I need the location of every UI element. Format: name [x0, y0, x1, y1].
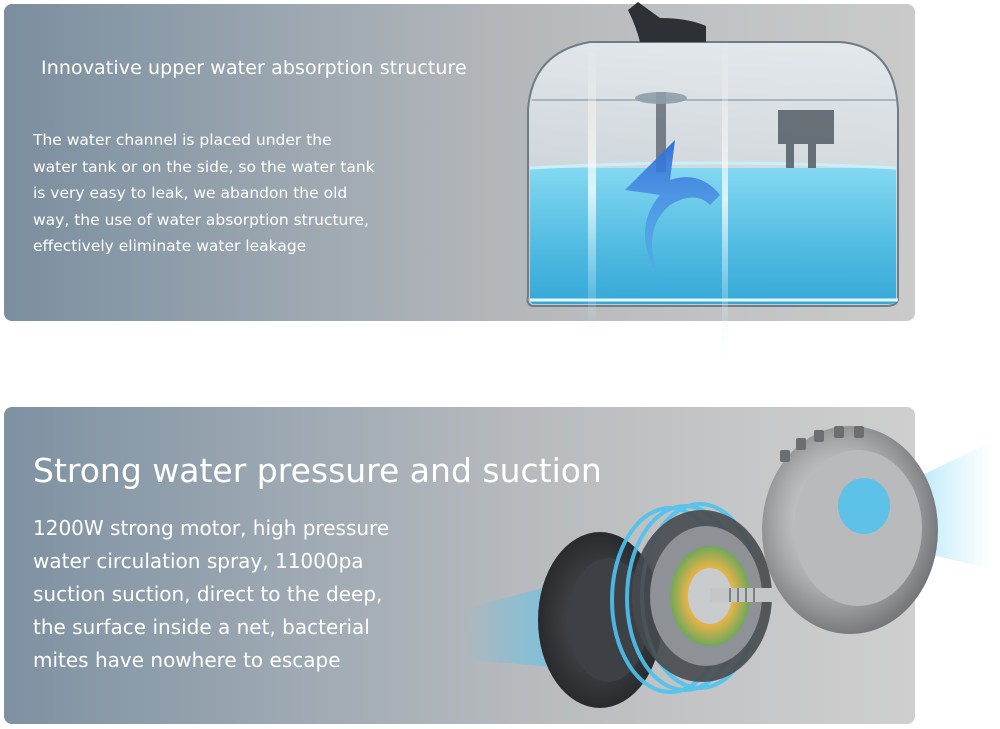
water-absorption-description: The water channel is placed under the wa…	[33, 127, 413, 260]
description-line: mites have nowhere to escape	[33, 648, 341, 672]
motor-description: 1200W strong motor, high pressure water …	[33, 512, 413, 677]
description-line: is very easy to leak, we abandon the old	[33, 184, 348, 202]
description-line: The water channel is placed under the	[33, 131, 332, 149]
description-line: suction suction, direct to the deep,	[33, 582, 383, 606]
motor-illustration	[460, 426, 995, 708]
description-line: the surface inside a net, bacterial	[33, 615, 370, 639]
description-line: way, the use of water absorption structu…	[33, 210, 369, 229]
description-line: 1200W strong motor, high pressure	[33, 516, 390, 540]
water-absorption-heading: Innovative upper water absorption struct…	[41, 57, 467, 79]
description-line: effectively eliminate water leakage	[33, 237, 307, 255]
water-tank-illustration	[526, 2, 899, 360]
description-line: water tank or on the side, so the water …	[33, 157, 375, 176]
description-line: water circulation spray, 11000pa	[33, 549, 364, 573]
water-pressure-heading: Strong water pressure and suction	[33, 451, 602, 490]
